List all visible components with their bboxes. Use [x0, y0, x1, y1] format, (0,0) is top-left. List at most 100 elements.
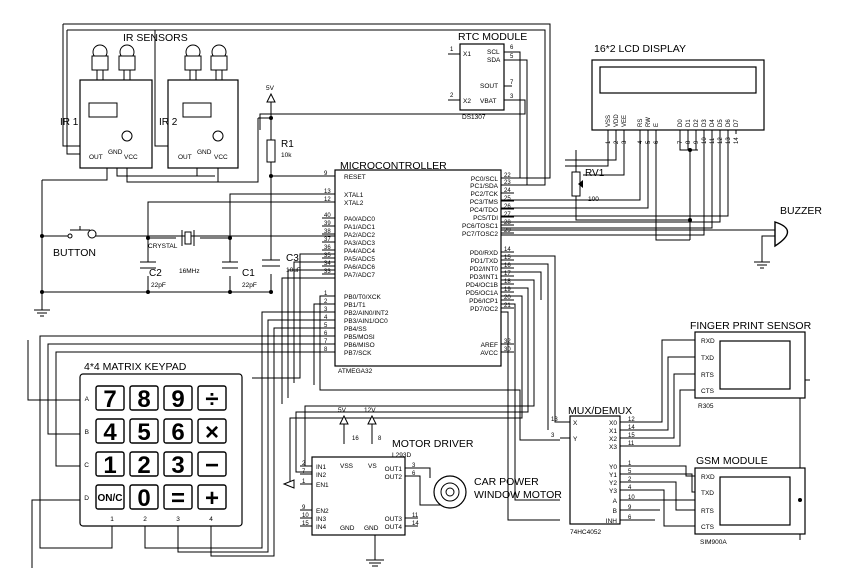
- keypad-key: [95, 484, 125, 510]
- mcu-pin-number: 16: [504, 263, 511, 269]
- mcu-pin-number: 32: [504, 339, 511, 345]
- driver-pin-label: IN3: [316, 516, 327, 523]
- driver-pin-number: 2: [302, 461, 306, 467]
- mcu-pin-number: 15: [504, 255, 511, 261]
- mcu-pin-number: 39: [324, 221, 331, 227]
- mux-pin-label: Y: [573, 436, 578, 443]
- driver-pin-label: OUT4: [385, 524, 403, 531]
- mcu-pin-label: PD6/ICP1: [469, 298, 498, 305]
- mcu-pin-number: 37: [324, 237, 331, 243]
- motor-driver: 5V 12V 16 8 VSS VS L293D IN12IN27EN11EN2…: [282, 407, 419, 567]
- keypad-key-label: 1: [103, 452, 116, 479]
- keypad-col-label: 4: [209, 516, 213, 523]
- mux-pin-label: Y3: [609, 488, 617, 495]
- mcu-pin-label: PC7/TOSC2: [462, 231, 498, 238]
- ir2-label: IR 2: [159, 117, 178, 128]
- gsm-title: GSM MODULE: [696, 455, 768, 467]
- mcu-pin-label: PC0/SCL: [471, 176, 498, 183]
- lcd-pin-label: D6: [726, 119, 732, 127]
- svg-text:RXD: RXD: [701, 474, 715, 481]
- mcu-pin-number: 1: [324, 291, 328, 297]
- lcd-pin-label: D1: [686, 119, 692, 127]
- mcu-pin-number: 22: [504, 173, 511, 179]
- lcd-pin-number: 2: [614, 140, 620, 144]
- keypad-key: [129, 451, 159, 477]
- mcu-pin-number: 19: [504, 287, 511, 293]
- rv1-potentiometer: RV1 100: [571, 150, 605, 210]
- ir-sensor-1: IR 1 OUT GND VCC: [60, 44, 153, 169]
- keypad-key-label: 4: [103, 419, 117, 446]
- button-label: BUTTON: [53, 247, 96, 259]
- mcu-pin-label: PA5/ADC5: [344, 256, 375, 263]
- keypad-col-label: 2: [143, 516, 147, 523]
- c2-value: 22pF: [151, 282, 166, 289]
- mux-title: MUX/DEMUX: [568, 405, 632, 417]
- svg-text:3: 3: [510, 94, 514, 100]
- mcu-pin-label: PA3/ADC3: [344, 240, 375, 247]
- keypad-row-label: B: [85, 429, 89, 436]
- lcd-pin-label: D7: [734, 119, 740, 127]
- mcu-pin-number: 25: [504, 196, 511, 202]
- mcu-pin-label: PD0/RXD: [470, 250, 498, 257]
- r1-label: R1: [281, 139, 294, 150]
- mcu-pin-number: 33: [324, 269, 331, 275]
- mux-pin-number: 13: [551, 417, 558, 423]
- finger-part: R305: [698, 403, 714, 410]
- mcu-pin-label: PD4/OC1B: [466, 282, 498, 289]
- mux-pin-label: X3: [609, 444, 617, 451]
- mcu-pin-number: 3: [324, 307, 328, 313]
- lcd-pin-number: 8: [686, 140, 692, 144]
- keypad-key: [95, 451, 125, 477]
- svg-text:SCL: SCL: [487, 49, 500, 56]
- keypad-row-label: A: [85, 396, 90, 403]
- mcu-pin-number: 34: [324, 261, 331, 267]
- c3-label: C3: [286, 253, 299, 264]
- ir2-pin-vcc: VCC: [214, 154, 228, 161]
- junction-dots: [40, 148, 802, 502]
- keypad-key-label: =: [171, 485, 185, 512]
- svg-text:VSS: VSS: [340, 463, 354, 470]
- buzzer: [754, 221, 789, 269]
- mux-pin-label: X1: [609, 428, 617, 435]
- rtc-module: X1 1 X2 2 SCL 6 SDA 5 SOUT 7 VBAT 3 DS13…: [448, 43, 514, 121]
- mcu-pin-label: PB2/AIN0/INT2: [344, 310, 389, 317]
- svg-text:5V: 5V: [266, 85, 275, 92]
- mcu-pin-number: 24: [504, 188, 511, 194]
- mcu-pin-number: 20: [504, 295, 511, 301]
- ir2-pin-out: OUT: [178, 154, 192, 161]
- crystal-value: 16MHz: [179, 268, 200, 275]
- lcd-pin-number: 9: [694, 140, 700, 144]
- c3-value: 10uF: [286, 267, 301, 274]
- lcd-pin-label: D3: [702, 119, 708, 127]
- svg-text:GND: GND: [364, 525, 379, 532]
- keypad-key: [129, 418, 159, 444]
- lcd-pin-label: VEE: [622, 115, 628, 127]
- svg-text:SDA: SDA: [487, 57, 501, 64]
- mux-pin-number: 6: [628, 515, 632, 521]
- keypad-row-label: C: [84, 462, 89, 469]
- svg-text:2: 2: [450, 93, 454, 99]
- mcu-pin-label: PB5/MOSI: [344, 334, 375, 341]
- keypad-key-label: 7: [103, 386, 116, 413]
- mcu-pin-number: 36: [324, 245, 331, 251]
- mux-pin-number: 12: [628, 417, 635, 423]
- keypad-key-label: 8: [137, 386, 150, 413]
- mcu-part: ATMEGA32: [338, 368, 373, 375]
- mcu-pin-label: PD2/INT0: [469, 266, 498, 273]
- svg-text:GND: GND: [340, 525, 355, 532]
- mcu-pin-label: PC2/TCK: [471, 191, 499, 198]
- c1-value: 22pF: [242, 282, 257, 289]
- driver-pin-label: EN1: [316, 482, 329, 489]
- crystal-caps: CRYSTAL 16MHz C2 22pF C1 22pF C3 10uF: [140, 230, 301, 294]
- driver-pin-label: IN2: [316, 472, 327, 479]
- svg-text:X1: X1: [463, 51, 471, 58]
- power-5v-r1: 5V R1 10k: [266, 85, 294, 178]
- mcu-pin-label: PA2/ADC2: [344, 232, 375, 239]
- mcu-pin-label: RESET: [344, 174, 366, 181]
- mcu-pin-number: 17: [504, 271, 511, 277]
- mcu-pin-label: XTAL2: [344, 200, 364, 207]
- ground-left: [34, 309, 50, 317]
- svg-text:16: 16: [352, 436, 359, 442]
